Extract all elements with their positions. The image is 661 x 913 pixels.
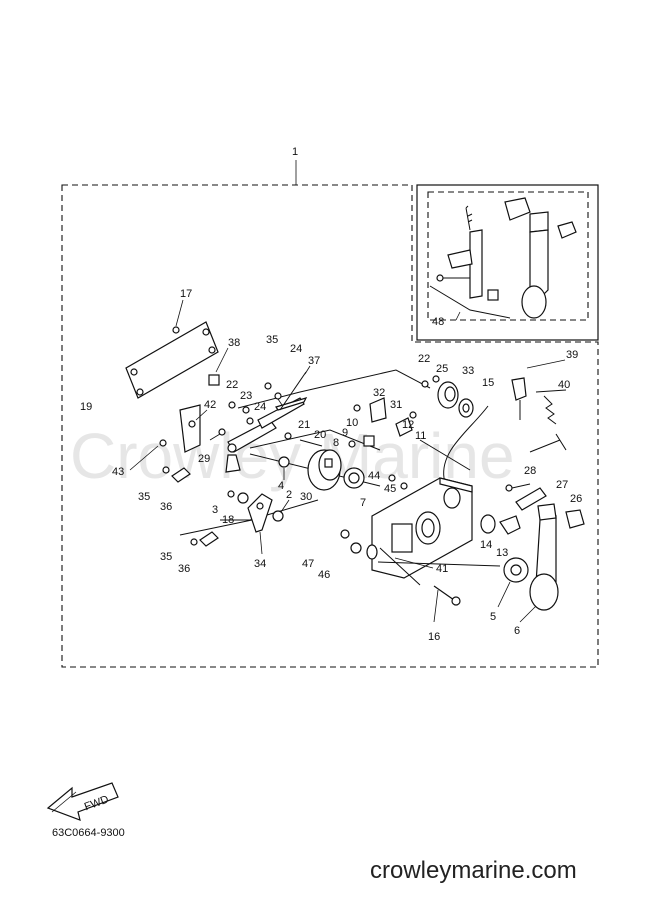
callout-41: 41 (436, 563, 448, 575)
callout-5: 5 (490, 611, 496, 623)
callout-35b: 35 (138, 491, 150, 503)
callout-47: 47 (302, 558, 314, 570)
callout-35c: 35 (160, 551, 172, 563)
callout-26: 26 (570, 493, 582, 505)
callout-16: 16 (428, 631, 440, 643)
callout-18: 18 (222, 514, 234, 526)
callout-33: 33 (462, 365, 474, 377)
inset-frame (416, 184, 599, 341)
callout-3: 3 (212, 504, 218, 516)
callout-23: 23 (240, 390, 252, 402)
callout-17: 17 (180, 288, 192, 300)
callout-labels: 1 17 38 35 24 37 22 23 24 19 42 29 21 20… (80, 146, 582, 643)
assembly-boundary (61, 184, 599, 668)
callout-29: 29 (198, 453, 210, 465)
callout-8: 8 (333, 437, 339, 449)
callout-45: 45 (384, 483, 396, 495)
callout-14: 14 (480, 539, 492, 551)
callout-30: 30 (300, 491, 312, 503)
callout-32: 32 (373, 387, 385, 399)
callout-28: 28 (524, 465, 536, 477)
callout-13: 13 (496, 547, 508, 559)
callout-22: 22 (226, 379, 238, 391)
link-bracket (247, 493, 273, 533)
callout-31: 31 (390, 399, 402, 411)
callout-10: 10 (346, 417, 358, 429)
callout-6: 6 (514, 625, 520, 637)
callout-11: 11 (415, 430, 426, 442)
callout-15: 15 (482, 377, 494, 389)
fwd-arrow-icon (46, 782, 119, 821)
callout-35: 35 (266, 334, 278, 346)
callout-21: 21 (298, 419, 310, 431)
callout-36b: 36 (178, 563, 190, 575)
inset-parts (429, 197, 577, 321)
callout-36: 36 (160, 501, 172, 513)
callout-46: 46 (318, 569, 330, 581)
callout-24b: 24 (254, 401, 266, 413)
cover-plate (125, 321, 219, 399)
callout-42: 42 (204, 399, 216, 411)
callout-39: 39 (566, 349, 578, 361)
callout-44: 44 (368, 470, 380, 482)
callout-34: 34 (254, 558, 266, 570)
footer-url: crowleymarine.com (370, 857, 577, 884)
diagram-code: 63C0664-9300 (52, 827, 125, 839)
inset-boundary (427, 191, 589, 321)
callout-9: 9 (342, 427, 348, 439)
callout-38: 38 (228, 337, 240, 349)
callout-24: 24 (290, 343, 302, 355)
callout-25: 25 (436, 363, 448, 375)
callout-20: 20 (314, 429, 326, 441)
callout-37: 37 (308, 355, 320, 367)
callout-2: 2 (286, 489, 292, 501)
callout-12: 12 (402, 419, 414, 431)
callout-1: 1 (292, 146, 298, 158)
callout-19: 19 (80, 401, 92, 413)
callout-4: 4 (278, 480, 284, 492)
callout-7: 7 (360, 497, 366, 509)
callout-22b: 22 (418, 353, 430, 365)
callout-40: 40 (558, 379, 570, 391)
callout-27: 27 (556, 479, 568, 491)
callout-48: 48 (432, 316, 444, 328)
callout-43: 43 (112, 466, 124, 478)
